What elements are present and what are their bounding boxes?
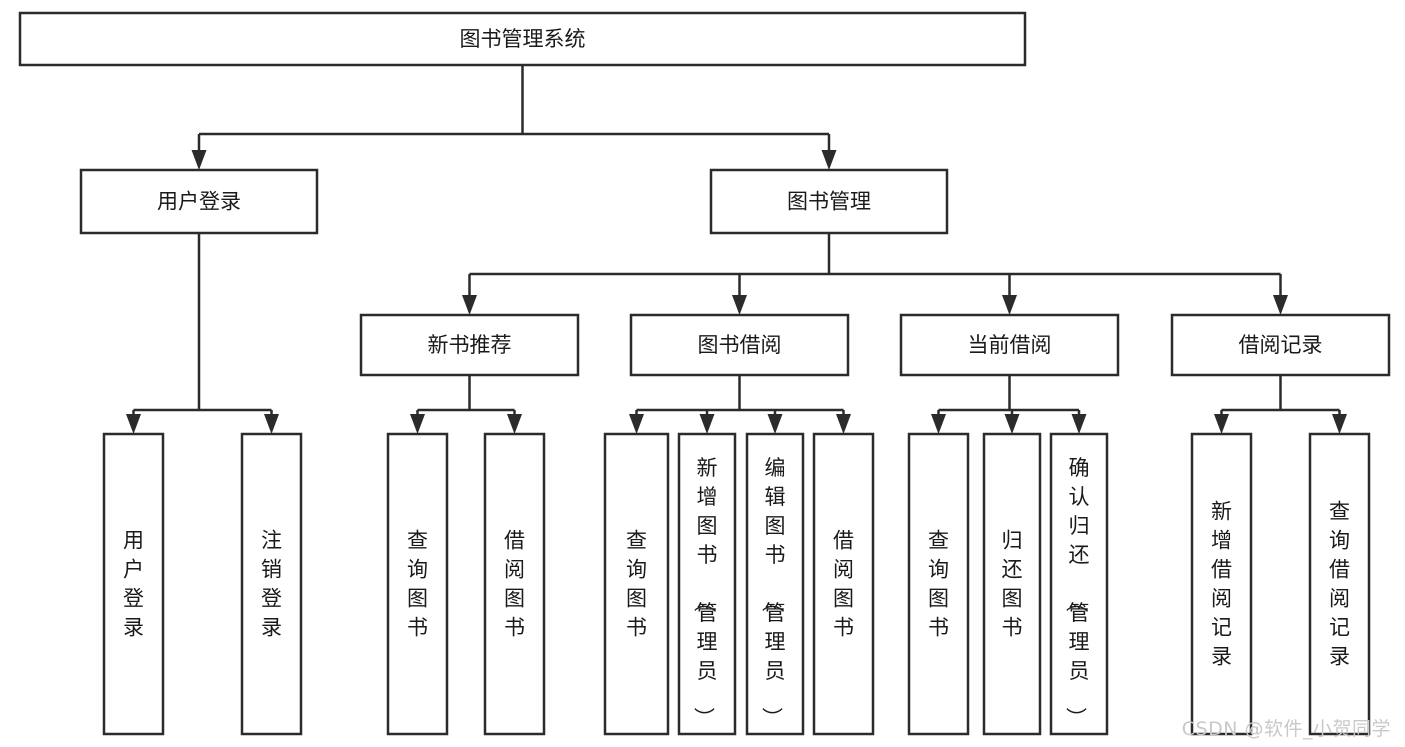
node-leaf-borrow-book-1[interactable]: 借阅图书: [483, 432, 546, 736]
node-label: 编辑图书（管理员）: [760, 456, 786, 728]
node-label: 确认归还（管理员）: [1064, 456, 1090, 728]
node-label: 注销登录: [261, 529, 282, 640]
node-label: 新增图书（管理员）: [692, 456, 718, 728]
node-label: 查询图书: [928, 529, 949, 640]
node-leaf-edit-book[interactable]: 编辑图书（管理员）: [745, 432, 805, 736]
node-label: 用户登录: [157, 190, 241, 214]
node-boxes: 图书管理系统用户登录图书管理新书推荐图书借阅当前借阅借阅记录用户登录注销登录查询…: [18, 11, 1391, 736]
node-leaf-add-record[interactable]: 新增借阅记录: [1190, 432, 1253, 736]
node-borrow-record[interactable]: 借阅记录: [1170, 313, 1391, 377]
node-user-login[interactable]: 用户登录: [79, 168, 319, 235]
node-leaf-query-record[interactable]: 查询借阅记录: [1308, 432, 1371, 736]
node-label: 用户登录: [123, 529, 144, 640]
node-leaf-return-book[interactable]: 归还图书: [982, 432, 1042, 736]
node-leaf-query-book-1[interactable]: 查询图书: [386, 432, 449, 736]
node-current-borrow[interactable]: 当前借阅: [899, 313, 1120, 377]
node-leaf-add-book[interactable]: 新增图书（管理员）: [677, 432, 737, 736]
node-leaf-query-book-2[interactable]: 查询图书: [603, 432, 670, 736]
watermark-text: CSDN @软件_小贺同学: [1181, 718, 1391, 740]
node-leaf-logout[interactable]: 注销登录: [240, 432, 303, 736]
node-leaf-user-login[interactable]: 用户登录: [102, 432, 165, 736]
node-book-manage[interactable]: 图书管理: [709, 168, 949, 235]
node-new-book-rec[interactable]: 新书推荐: [359, 313, 580, 377]
node-label: 借阅图书: [833, 529, 854, 640]
node-leaf-borrow-book-2[interactable]: 借阅图书: [812, 432, 875, 736]
node-label: 查询图书: [407, 529, 428, 640]
node-label: 查询图书: [626, 529, 647, 640]
connector-lines: [126, 65, 1347, 434]
node-label: 图书管理系统: [460, 27, 586, 51]
node-label: 当前借阅: [968, 333, 1052, 357]
node-label: 图书管理: [787, 190, 871, 214]
node-root[interactable]: 图书管理系统: [18, 11, 1027, 67]
node-book-borrow[interactable]: 图书借阅: [629, 313, 850, 377]
node-label: 新书推荐: [428, 333, 512, 357]
node-label: 借阅记录: [1239, 333, 1323, 357]
node-leaf-confirm-return[interactable]: 确认归还（管理员）: [1049, 432, 1109, 736]
node-label: 借阅图书: [504, 529, 525, 640]
node-label: 新增借阅记录: [1211, 500, 1232, 669]
node-label: 归还图书: [1002, 529, 1023, 640]
node-label: 图书借阅: [698, 333, 782, 357]
node-label: 查询借阅记录: [1329, 500, 1350, 669]
node-leaf-query-book-3[interactable]: 查询图书: [907, 432, 970, 736]
